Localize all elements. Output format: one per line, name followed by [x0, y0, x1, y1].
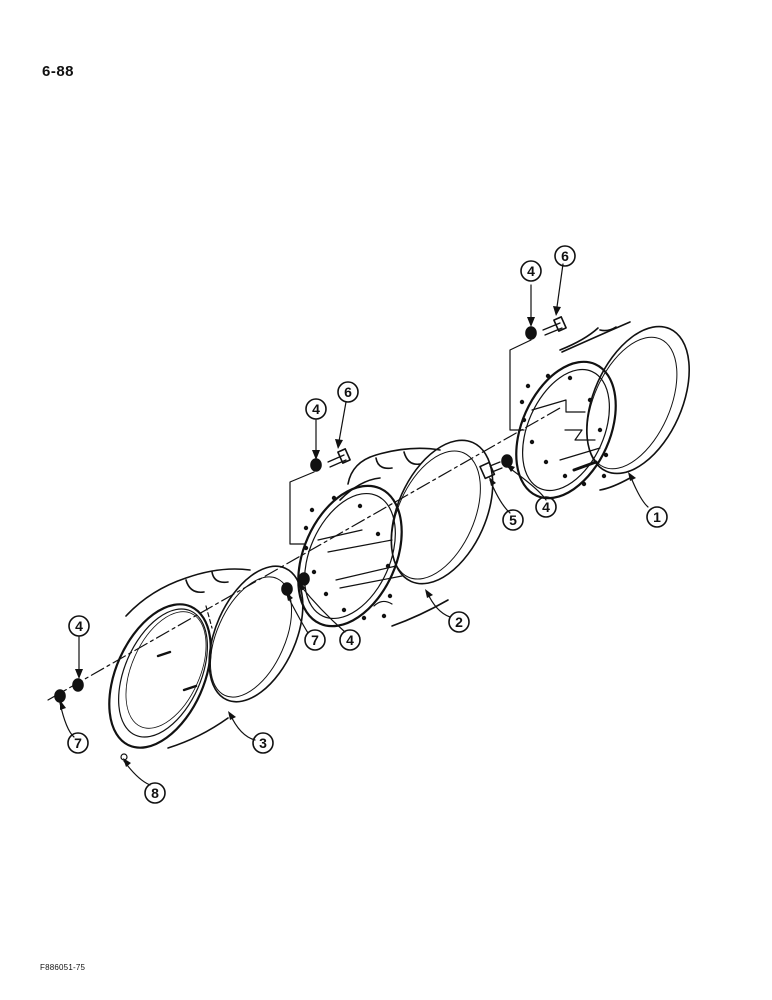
- leader-arrowheads: [60, 306, 636, 767]
- callout-5-bolt: 5: [509, 512, 517, 528]
- callout-4-washer-middle: 4: [312, 401, 320, 417]
- callout-3-inner-rim: 3: [259, 735, 267, 751]
- callout-4-washer-upper-right: 4: [527, 263, 535, 279]
- callout-4-washer-center: 4: [346, 632, 354, 648]
- callout-6-bolt-upper-right: 6: [561, 248, 569, 264]
- callout-4-washer-right: 4: [542, 499, 550, 515]
- rim-center: [297, 439, 494, 628]
- bracket-upper-right: [509, 339, 532, 431]
- leader-lines: [59, 263, 649, 786]
- callout-2-center-rim: 2: [455, 614, 463, 630]
- rim-half-inner: [108, 565, 304, 749]
- callout-6-bolt-middle: 6: [344, 384, 352, 400]
- rim-half-outer: [515, 321, 691, 500]
- callout-7-nut-left: 7: [74, 735, 82, 751]
- callout-8-valve-hole: 8: [151, 785, 159, 801]
- callout-4-washer-left: 4: [75, 618, 83, 634]
- hardware: [54, 316, 567, 761]
- callout-7-nut-center: 7: [311, 632, 319, 648]
- assembly-axis: [47, 407, 561, 701]
- bracket-middle: [289, 471, 315, 545]
- figure-code: F886051-75: [40, 963, 86, 972]
- callout-1-outer-rim: 1: [653, 509, 661, 525]
- callout-circles: [67, 245, 668, 804]
- page-number: 6-88: [42, 63, 75, 80]
